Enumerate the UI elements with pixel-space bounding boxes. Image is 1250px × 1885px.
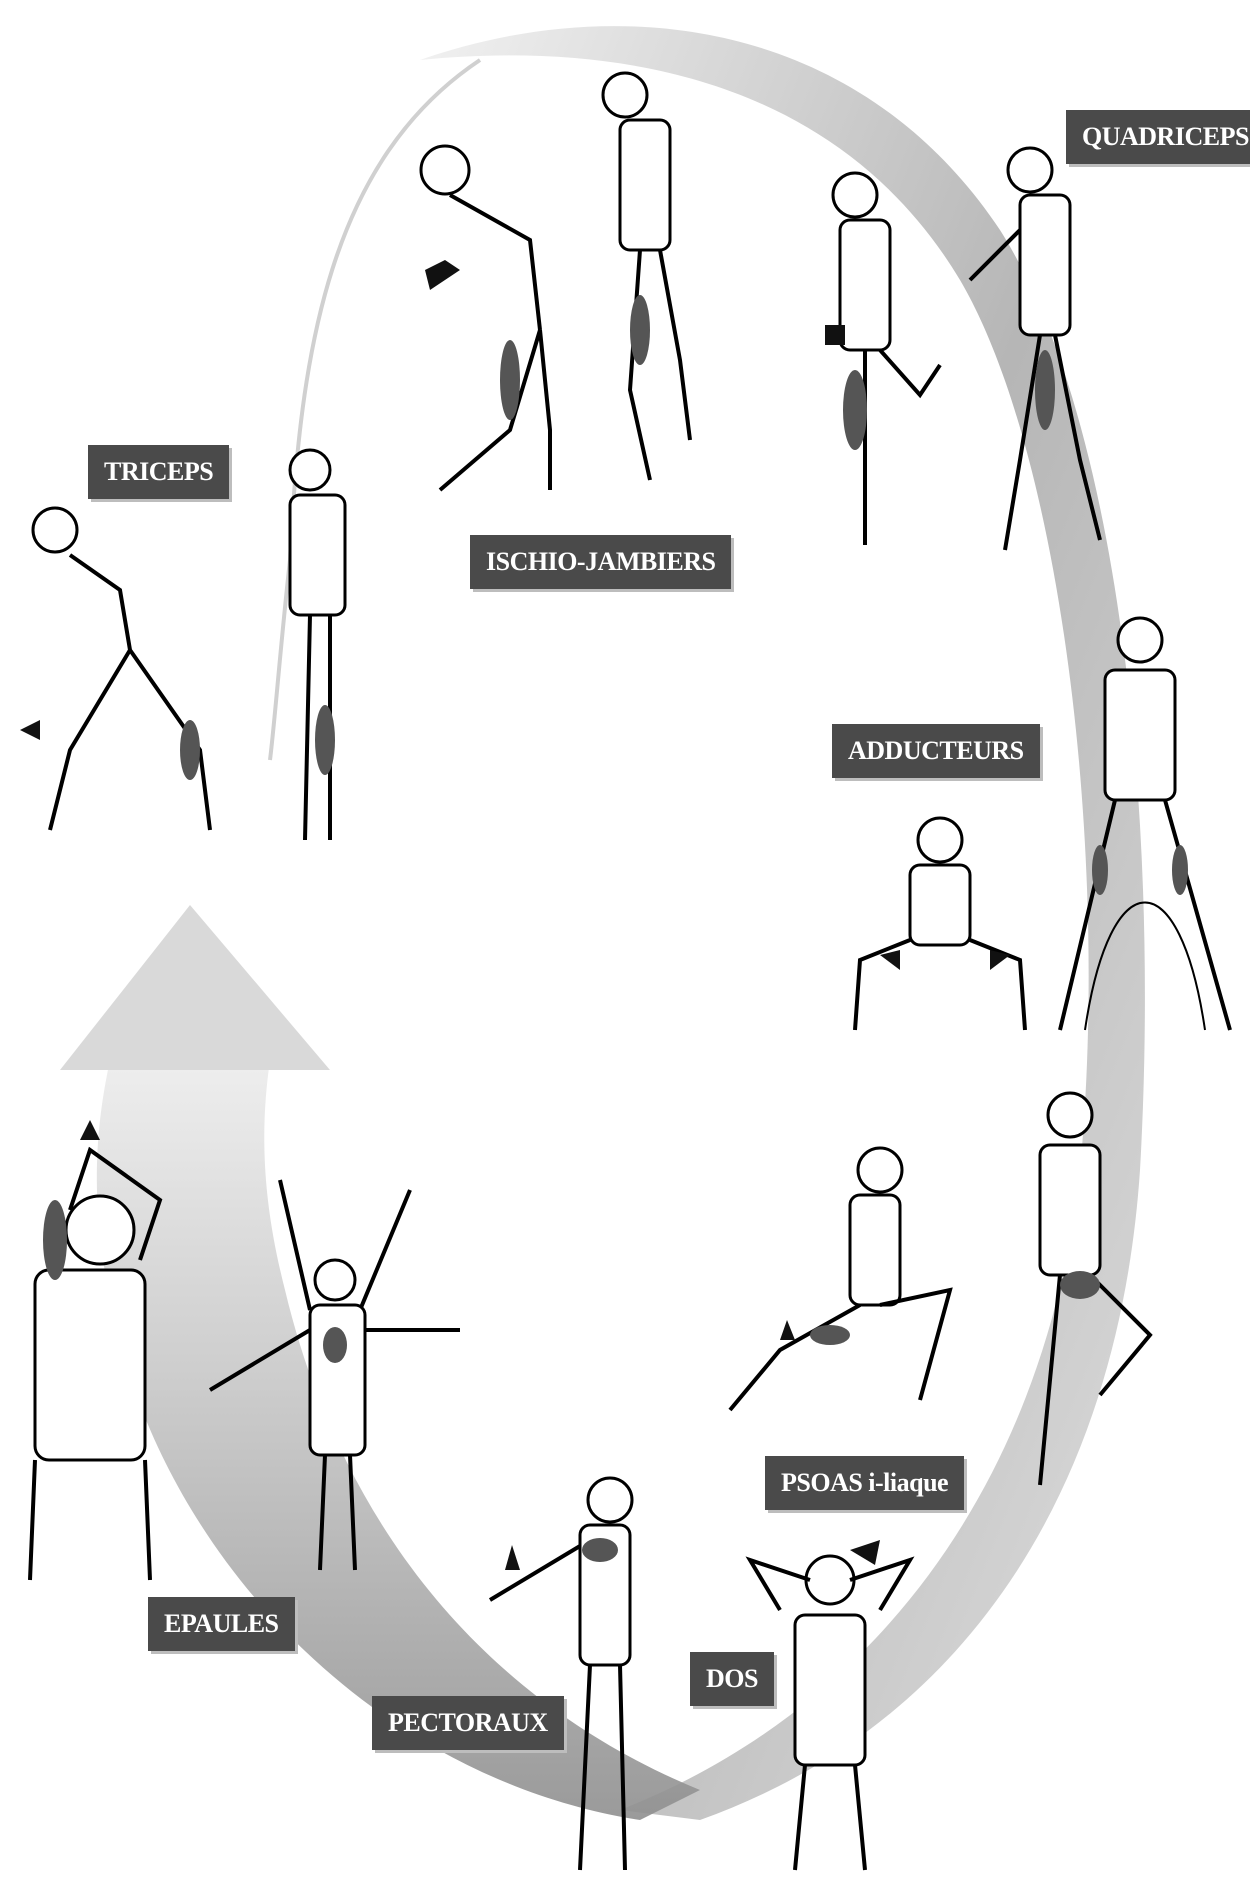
figure-quadriceps-2: [960, 140, 1140, 580]
figure-epaules-1: [20, 1130, 180, 1590]
label-epaules: EPAULES: [148, 1597, 295, 1651]
figure-pectoraux: [480, 1470, 660, 1880]
figure-triceps-1: [20, 500, 240, 860]
figure-triceps-2: [270, 440, 380, 860]
label-triceps: TRICEPS: [88, 445, 229, 499]
label-psoas: PSOAS i-liaque: [765, 1456, 964, 1510]
figure-dos: [740, 1540, 920, 1880]
label-dos: DOS: [690, 1652, 774, 1706]
label-quadriceps: QUADRICEPS: [1066, 110, 1250, 164]
figure-psoas-2: [1000, 1085, 1160, 1505]
label-ischio-jambiers: ISCHIO-JAMBIERS: [470, 535, 731, 589]
label-adducteurs: ADDUCTEURS: [832, 724, 1040, 778]
figure-ischio-2: [580, 60, 710, 510]
figure-quadriceps-1: [810, 165, 960, 565]
figure-epaules-2: [200, 1170, 470, 1580]
figure-adducteurs-1: [840, 810, 1040, 1040]
label-pectoraux: PECTORAUX: [372, 1696, 564, 1750]
figure-adducteurs-2: [1040, 610, 1250, 1050]
figure-ischio-1: [390, 130, 590, 510]
figure-psoas-1: [720, 1140, 960, 1440]
